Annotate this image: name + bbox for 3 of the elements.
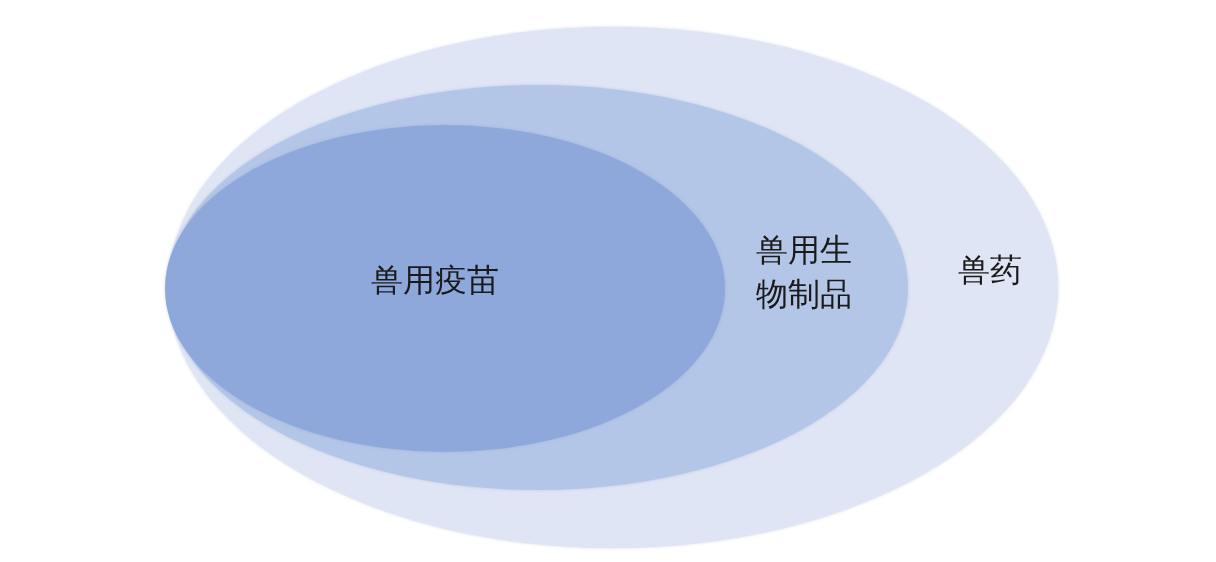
region-label: 兽用生物制品 — [755, 230, 853, 315]
region-label: 兽用疫苗 — [370, 260, 500, 301]
region-label: 兽药 — [957, 250, 1023, 291]
